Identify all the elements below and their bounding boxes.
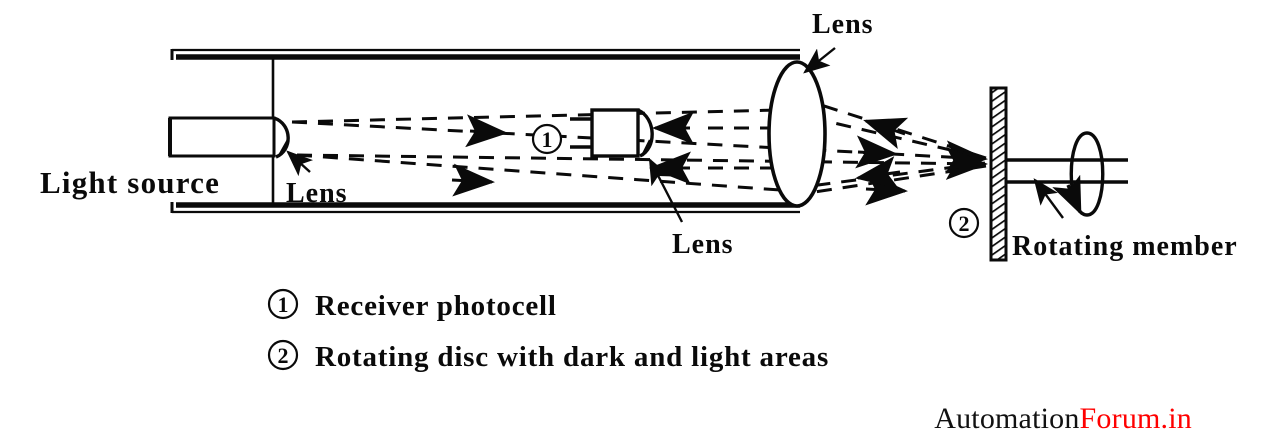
light-ray-outgoing-upper-path [291, 108, 986, 160]
light-source-lamp [168, 116, 276, 158]
rotating-disc [989, 86, 1008, 262]
rotation-direction-arrow [1052, 131, 1105, 217]
callout-one-text: 1 [542, 127, 553, 152]
watermark-red: Forum.in [1079, 402, 1192, 435]
leader-photocell-lens [648, 157, 684, 223]
label-lens-objective: Lens [812, 9, 874, 40]
legend-item-one: 1 Receiver photocell [267, 288, 557, 322]
legend: 1 Receiver photocell 2 Rotating disc wit… [267, 288, 829, 373]
leader-rotating-member [1033, 178, 1064, 219]
label-rotating-member: Rotating member [1012, 231, 1238, 262]
source-lens [273, 116, 290, 159]
instrument-housing [170, 48, 800, 214]
callout-two-text: 2 [959, 211, 970, 236]
leader-source-lens [286, 150, 314, 177]
legend-text-one: Receiver photocell [315, 290, 557, 322]
leader-objective-lens [803, 47, 836, 74]
watermark: AutomationForum.in [934, 402, 1192, 436]
light-ray-outgoing-lower-path [296, 153, 986, 192]
label-lens-source: Lens [286, 178, 348, 209]
light-ray-return-upper [652, 93, 987, 160]
legend-marker-two: 2 [278, 343, 289, 368]
legend-marker-one: 1 [278, 292, 289, 317]
watermark-black: Automation [934, 402, 1080, 435]
receiver-photocell [570, 108, 654, 158]
label-light-source: Light source [40, 165, 220, 200]
light-ray-outgoing-lower [296, 146, 988, 206]
legend-text-two: Rotating disc with dark and light areas [315, 341, 829, 373]
legend-item-two: 2 Rotating disc with dark and light area… [267, 339, 829, 373]
drive-shaft [1006, 158, 1128, 184]
callout-marker-two: 2 [948, 207, 980, 239]
callout-marker-one: 1 [531, 123, 563, 155]
objective-lens [767, 60, 827, 208]
label-lens-photocell: Lens [672, 229, 734, 260]
